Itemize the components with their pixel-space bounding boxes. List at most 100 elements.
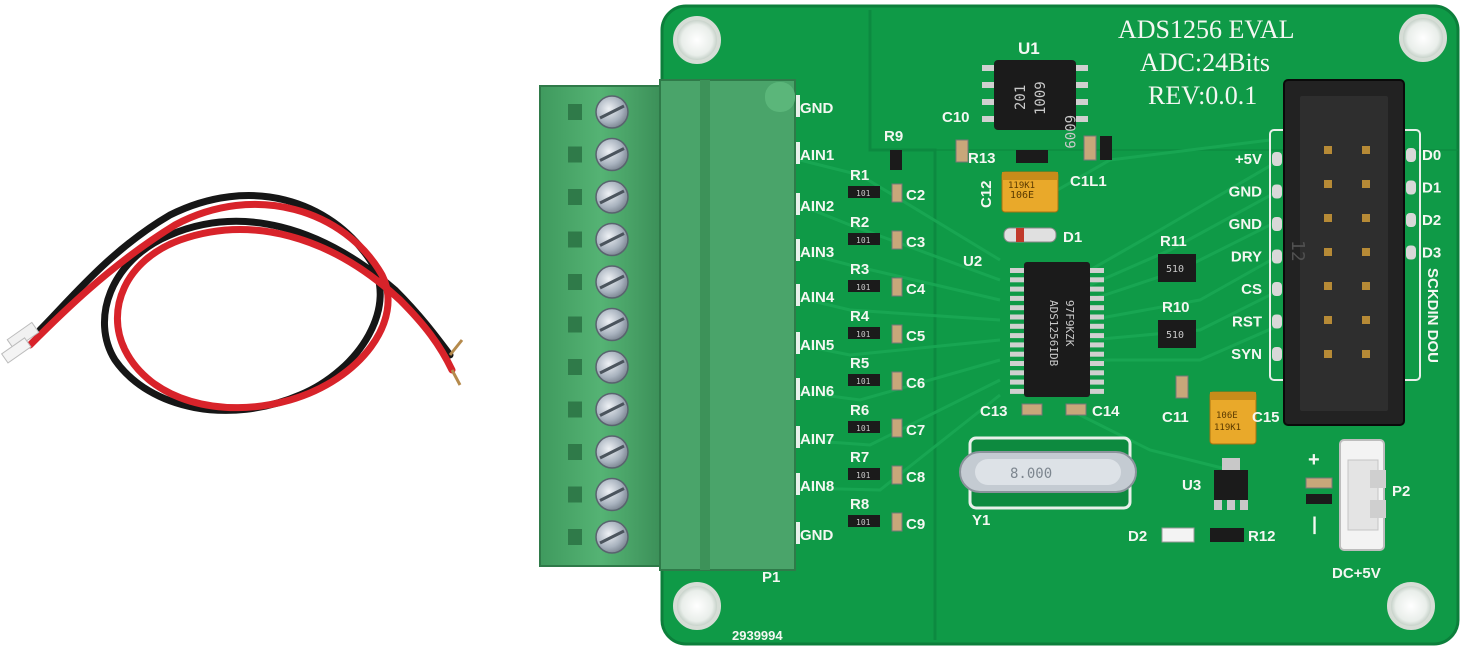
capacitor-label: C8 (906, 469, 925, 486)
svg-text:U1: U1 (1018, 39, 1040, 58)
power-connector-p2: + | P2 DC+5V (1308, 439, 1410, 582)
svg-text:101: 101 (856, 377, 871, 386)
header-pin-label: CS (1241, 281, 1262, 298)
terminal-screw (568, 520, 629, 554)
serial-number: 2939994 (732, 628, 783, 643)
label-r12: R12 (1248, 528, 1276, 545)
svg-text:101: 101 (856, 189, 871, 198)
label-c11: C11 (1162, 409, 1189, 426)
capacitor-label: C7 (906, 422, 925, 439)
capacitor-label: C6 (906, 375, 925, 392)
terminal-label: AIN6 (800, 383, 834, 400)
resistor-label: R7 (850, 449, 869, 466)
label-u2: U2 (963, 253, 982, 270)
capacitor-label: C3 (906, 234, 925, 251)
svg-text:119K1: 119K1 (1214, 423, 1241, 433)
header-pin-label: D0 (1422, 147, 1441, 164)
header-pin-label: D3 (1422, 245, 1441, 262)
resistor-label: R6 (850, 402, 869, 419)
svg-text:101: 101 (856, 471, 871, 480)
connector-label-p1: P1 (762, 569, 780, 586)
resistor: 101 (848, 468, 880, 480)
resistor-label: R4 (850, 308, 870, 325)
capacitor-label: C5 (906, 328, 925, 345)
svg-text:C12: C12 (978, 180, 995, 208)
svg-text:510: 510 (1166, 264, 1184, 275)
header-pin-label: D1 (1422, 180, 1441, 197)
label-c10: C10 (942, 109, 970, 126)
header-pin-label: SYN (1231, 346, 1262, 363)
tantalum-cap-c15: 106E 119K1 (1209, 391, 1257, 445)
terminal-screw (568, 137, 629, 172)
label-d1: D1 (1063, 229, 1082, 246)
label-r11: R11 (1160, 233, 1187, 250)
terminal-screw (568, 265, 629, 299)
adc-spec: ADC:24Bits (1140, 48, 1270, 77)
resistor-label: R1 (850, 167, 869, 184)
mount-hole (1399, 14, 1447, 62)
terminal-screw (568, 392, 629, 427)
svg-text:U3: U3 (1182, 477, 1201, 494)
header-pin-label: GND (1229, 184, 1263, 201)
header-pin-label: GND (1229, 216, 1263, 233)
board-title: ADS1256 EVAL (1118, 15, 1294, 44)
terminal-screw (568, 435, 629, 469)
svg-text:P2: P2 (1392, 483, 1410, 500)
idc-header-connector: 12 (1269, 79, 1421, 426)
header-pin-label: RST (1232, 314, 1262, 331)
svg-text:119K1: 119K1 (1008, 181, 1035, 191)
terminal-screw (568, 477, 629, 512)
terminal-label: AIN1 (800, 147, 834, 164)
terminal-label: AIN4 (800, 289, 835, 306)
capacitor-label: C9 (906, 516, 925, 533)
terminal-screw (568, 180, 629, 214)
terminal-screw (568, 307, 629, 342)
svg-text:97F9KZK: 97F9KZK (1063, 300, 1076, 347)
svg-text:106E: 106E (1010, 190, 1034, 201)
terminal-block-p1 (539, 79, 796, 571)
resistor-label: R2 (850, 214, 869, 231)
resistor: 101 (848, 280, 880, 292)
resistor: 101 (848, 515, 880, 527)
svg-text:8.000: 8.000 (1010, 466, 1052, 482)
svg-text:101: 101 (856, 330, 871, 339)
header-pin-label: D2 (1422, 212, 1441, 229)
header-pin-label: +5V (1235, 151, 1262, 168)
terminal-screw (568, 350, 629, 384)
terminal-label: AIN7 (800, 431, 834, 448)
chip-u1: U1 201 1009 6009 (982, 39, 1088, 149)
resistor: 101 (848, 421, 880, 433)
chip-u2-ads1256: ADS1256IDB 97F9KZK (1010, 262, 1104, 397)
two-wire-cable (0, 192, 464, 414)
svg-text:Y1: Y1 (972, 512, 990, 529)
crystal-y1: 8.000 Y1 (959, 436, 1137, 529)
label-c13: C13 (980, 403, 1008, 420)
capacitor-label: C4 (906, 281, 926, 298)
label-c15: C15 (1252, 409, 1280, 426)
terminal-label: AIN5 (800, 337, 834, 354)
svg-text:1009: 1009 (1033, 81, 1049, 115)
terminal-label: GND (800, 100, 834, 117)
svg-text:106E: 106E (1216, 411, 1238, 421)
svg-text:12: 12 (1287, 240, 1308, 262)
label-c14: C14 (1092, 403, 1120, 420)
power-label: DC+5V (1332, 565, 1381, 582)
label-c1l1: C1L1 (1070, 173, 1107, 190)
resistor: 101 (848, 374, 880, 386)
resistor: 101 (848, 327, 880, 339)
header-pin-label: DRY (1231, 249, 1262, 266)
label-r13: R13 (968, 150, 996, 167)
label-d2: D2 (1128, 528, 1147, 545)
svg-text:+: + (1308, 449, 1320, 471)
svg-text:101: 101 (856, 518, 871, 527)
mount-hole (1387, 582, 1435, 630)
svg-text:101: 101 (856, 236, 871, 245)
svg-text:101: 101 (856, 283, 871, 292)
svg-text:201: 201 (1013, 85, 1029, 110)
regulator-u3: U3 (1182, 458, 1248, 510)
tantalum-cap-c12: C12 106E 119K1 (978, 171, 1059, 213)
terminal-label: GND (800, 527, 834, 544)
svg-text:ADS1256IDB: ADS1256IDB (1047, 300, 1060, 367)
resistor-label: R8 (850, 496, 869, 513)
